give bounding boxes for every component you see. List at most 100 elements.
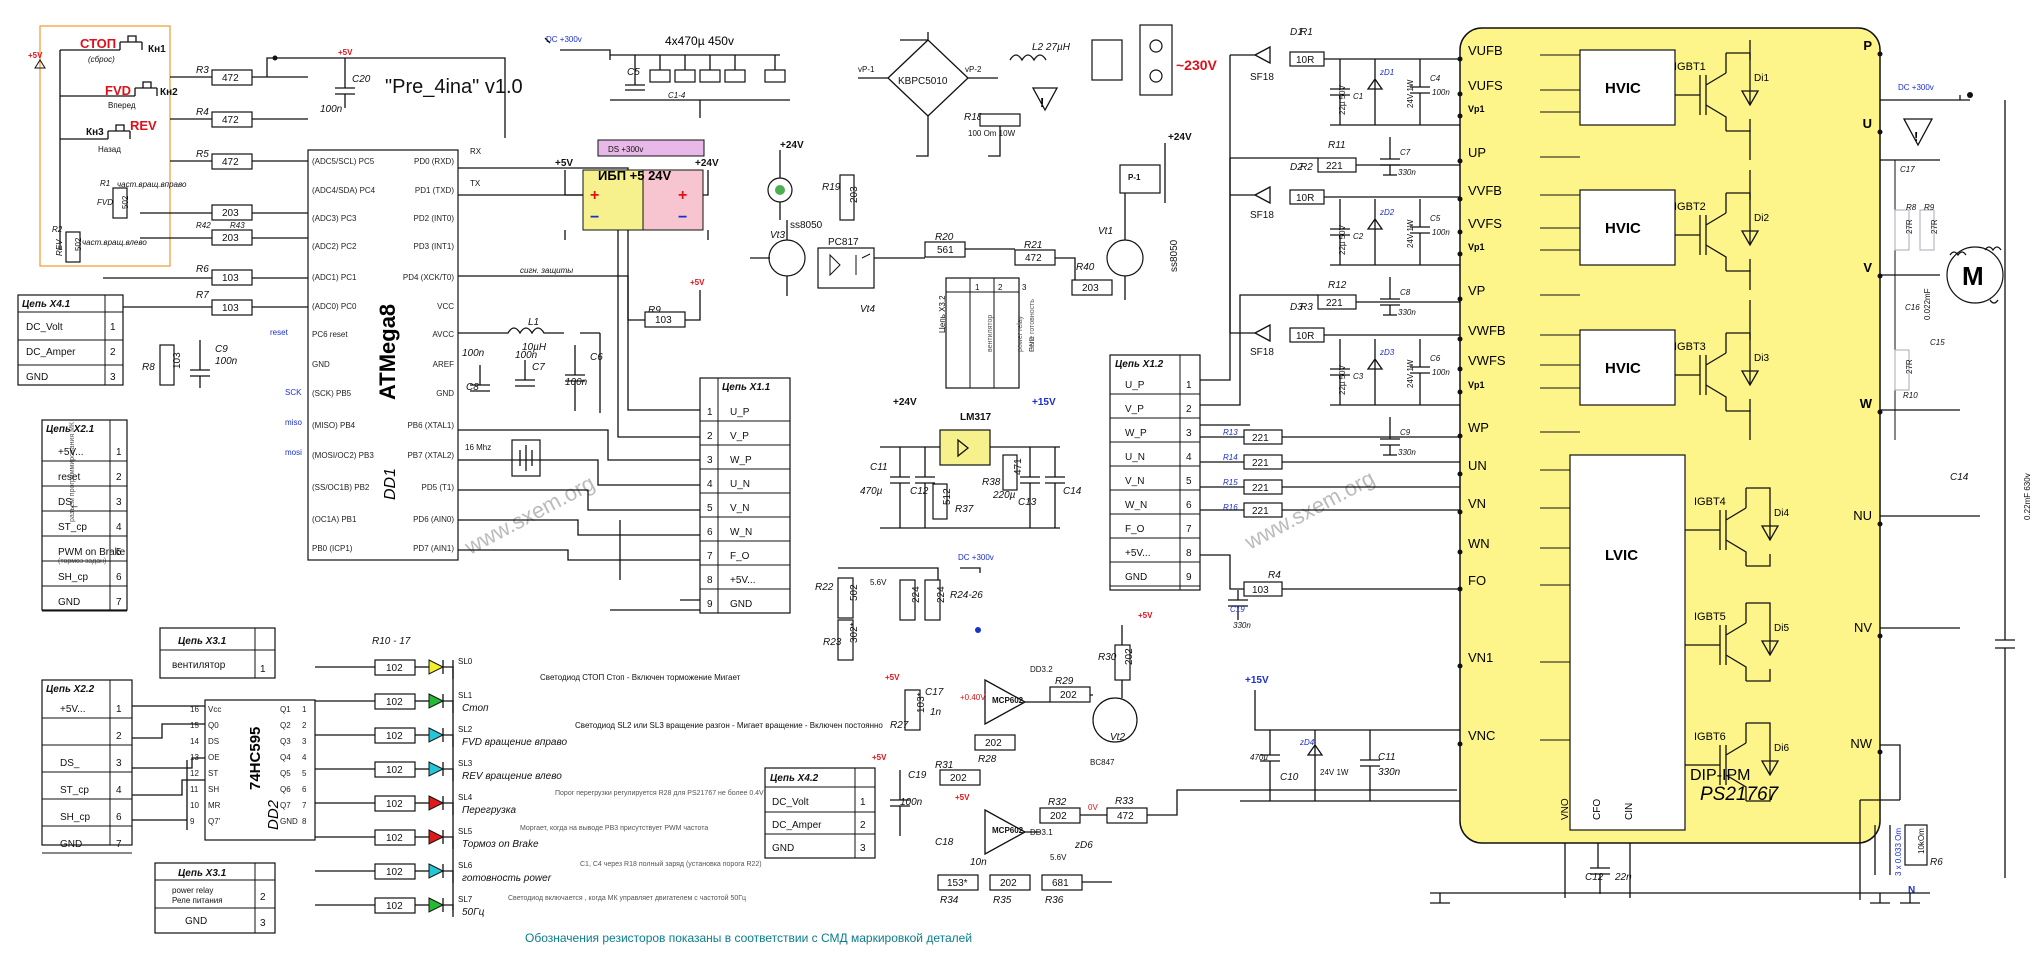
svg-text:LM317: LM317 — [960, 412, 992, 423]
svg-text:R16: R16 — [1223, 503, 1238, 512]
svg-text:C11: C11 — [1378, 752, 1396, 763]
svg-text:221: 221 — [1326, 298, 1343, 309]
svg-text:−: − — [590, 209, 599, 226]
connector-row-num: 2 — [116, 731, 122, 742]
led-resistor: 102 — [386, 765, 403, 776]
connector-row-label: F_O — [1125, 524, 1145, 535]
connector-row-num: 5 — [116, 547, 122, 558]
svg-text:R6: R6 — [1930, 857, 1943, 868]
svg-text:221: 221 — [1326, 161, 1343, 172]
ipm-right-pin: U — [1863, 116, 1872, 131]
mcu-left-pin: PC6 reset — [312, 330, 348, 339]
svg-text:330n: 330n — [1398, 168, 1416, 177]
svg-text:ss8050: ss8050 — [1169, 239, 1180, 272]
connector-row-num: 7 — [116, 839, 122, 850]
ipm-module: VUFBVUFSVp1UPVVFBVVFSVp1VPVWFBVWFSVp1WPU… — [1457, 27, 1883, 898]
svg-text:ss8050: ss8050 — [790, 220, 823, 231]
svg-text:R7: R7 — [196, 290, 209, 301]
shift-right-pin: GND — [280, 817, 298, 826]
svg-text:R29: R29 — [1055, 676, 1074, 687]
svg-text:SCK: SCK — [285, 388, 302, 397]
connector-row-num: 3 — [110, 372, 116, 383]
connector-row-label: SH_cp — [60, 812, 90, 823]
svg-text:Цепь X3.2: Цепь X3.2 — [938, 295, 947, 333]
connector-row-label: V_N — [1125, 476, 1144, 487]
svg-text:R24-26: R24-26 — [950, 590, 983, 601]
svg-text:C8: C8 — [466, 382, 479, 393]
svg-text:R23: R23 — [823, 637, 842, 648]
svg-text:22µ 50V: 22µ 50V — [1338, 84, 1347, 115]
svg-text:R9: R9 — [648, 305, 661, 316]
svg-text:vP-1: vP-1 — [858, 65, 875, 74]
svg-text:Светодиод включается , когда М: Светодиод включается , когда МК управляе… — [508, 894, 746, 902]
svg-text:R27: R27 — [890, 720, 909, 731]
svg-text:P-1: P-1 — [1128, 173, 1141, 182]
svg-text:472: 472 — [222, 73, 239, 84]
svg-text:−: − — [678, 209, 687, 226]
shift-right-pin: Q6 — [280, 785, 291, 794]
svg-text:N: N — [1908, 885, 1915, 896]
connector-row-num: 7 — [116, 597, 122, 608]
svg-text:C1: C1 — [1353, 92, 1363, 101]
psu-module: DS +300v ИБП +5 24V + − + − +5V +24V — [555, 139, 719, 240]
shift-right-num: 4 — [302, 753, 307, 762]
svg-text:сигн. защиты: сигн. защиты — [520, 266, 573, 275]
connector-row-label: F_O — [730, 551, 750, 562]
svg-text:C3: C3 — [1353, 372, 1364, 381]
stop-sub: (сброс) — [88, 55, 115, 64]
svg-text:203: 203 — [1082, 283, 1099, 294]
svg-text:302*: 302* — [849, 622, 860, 643]
svg-text:330n: 330n — [1398, 308, 1416, 317]
shift-register: 74HC595 DD2 Vcc16Q015DS14OE13ST12SH11MR1… — [190, 699, 316, 841]
connector-row-num: 1 — [116, 447, 122, 458]
shift-left-num: 9 — [190, 817, 195, 826]
connector-row-num: 1 — [1186, 380, 1192, 391]
svg-text:330n: 330n — [1378, 767, 1401, 778]
svg-text:TX: TX — [470, 179, 481, 188]
svg-text:22µ 50V: 22µ 50V — [1338, 224, 1347, 255]
shift-left-pin: DS — [208, 737, 219, 746]
svg-text:SF18: SF18 — [1250, 347, 1274, 358]
svg-text:472: 472 — [1025, 253, 1042, 264]
connector-row-label: W_N — [1125, 500, 1147, 511]
svg-text:5.6V: 5.6V — [870, 578, 887, 587]
connector-row-num: 3 — [116, 758, 122, 769]
svg-text:R8: R8 — [1906, 203, 1917, 212]
svg-text:203: 203 — [222, 233, 239, 244]
svg-text:C4: C4 — [1430, 74, 1441, 83]
svg-text:+5V: +5V — [872, 753, 887, 762]
shift-left-num: 12 — [190, 769, 199, 778]
svg-text:C1-4: C1-4 — [668, 91, 686, 100]
svg-text:R32: R32 — [1048, 797, 1067, 808]
svg-text:Моргает, когда на выводе PB3 п: Моргает, когда на выводе PB3 присутствуе… — [520, 825, 708, 832]
svg-text:103: 103 — [655, 315, 672, 326]
svg-text:100n: 100n — [565, 377, 588, 388]
connector-row-num: 3 — [707, 455, 713, 466]
svg-text:R12: R12 — [1328, 280, 1347, 291]
svg-text:R34: R34 — [940, 895, 959, 906]
connector-row-num: 9 — [707, 599, 713, 610]
led-label: Перегрузка — [462, 805, 516, 816]
svg-text:CFO: CFO — [1592, 799, 1603, 820]
svg-text:100n: 100n — [215, 356, 238, 367]
shift-right-pin: Q4 — [280, 753, 291, 762]
svg-text:част.вращ.влево: част.вращ.влево — [82, 238, 147, 247]
footer-note: Обозначения резисторов показаны в соотве… — [525, 931, 972, 945]
igbt-label: IGBT2 — [1674, 201, 1706, 213]
svg-text:C12: C12 — [1585, 872, 1604, 883]
led-resistor: 102 — [386, 799, 403, 810]
mcu-right-pin: PD0 (RXD) — [414, 157, 454, 166]
svg-text:100n: 100n — [1432, 228, 1450, 237]
svg-text:+: + — [590, 187, 599, 204]
svg-text:R15: R15 — [1223, 478, 1238, 487]
svg-text:C17: C17 — [925, 687, 944, 698]
mcu-right-pin: GND — [436, 389, 454, 398]
ipm-name: DIP-IPM — [1690, 767, 1750, 784]
svg-text:R31: R31 — [935, 760, 953, 771]
svg-text:R10: R10 — [1903, 391, 1918, 400]
mcu-left-pin: (ADC3) PC3 — [312, 214, 357, 223]
svg-text:част.вращ.вправо: част.вращ.вправо — [117, 180, 187, 189]
svg-text:C8: C8 — [1400, 288, 1411, 297]
